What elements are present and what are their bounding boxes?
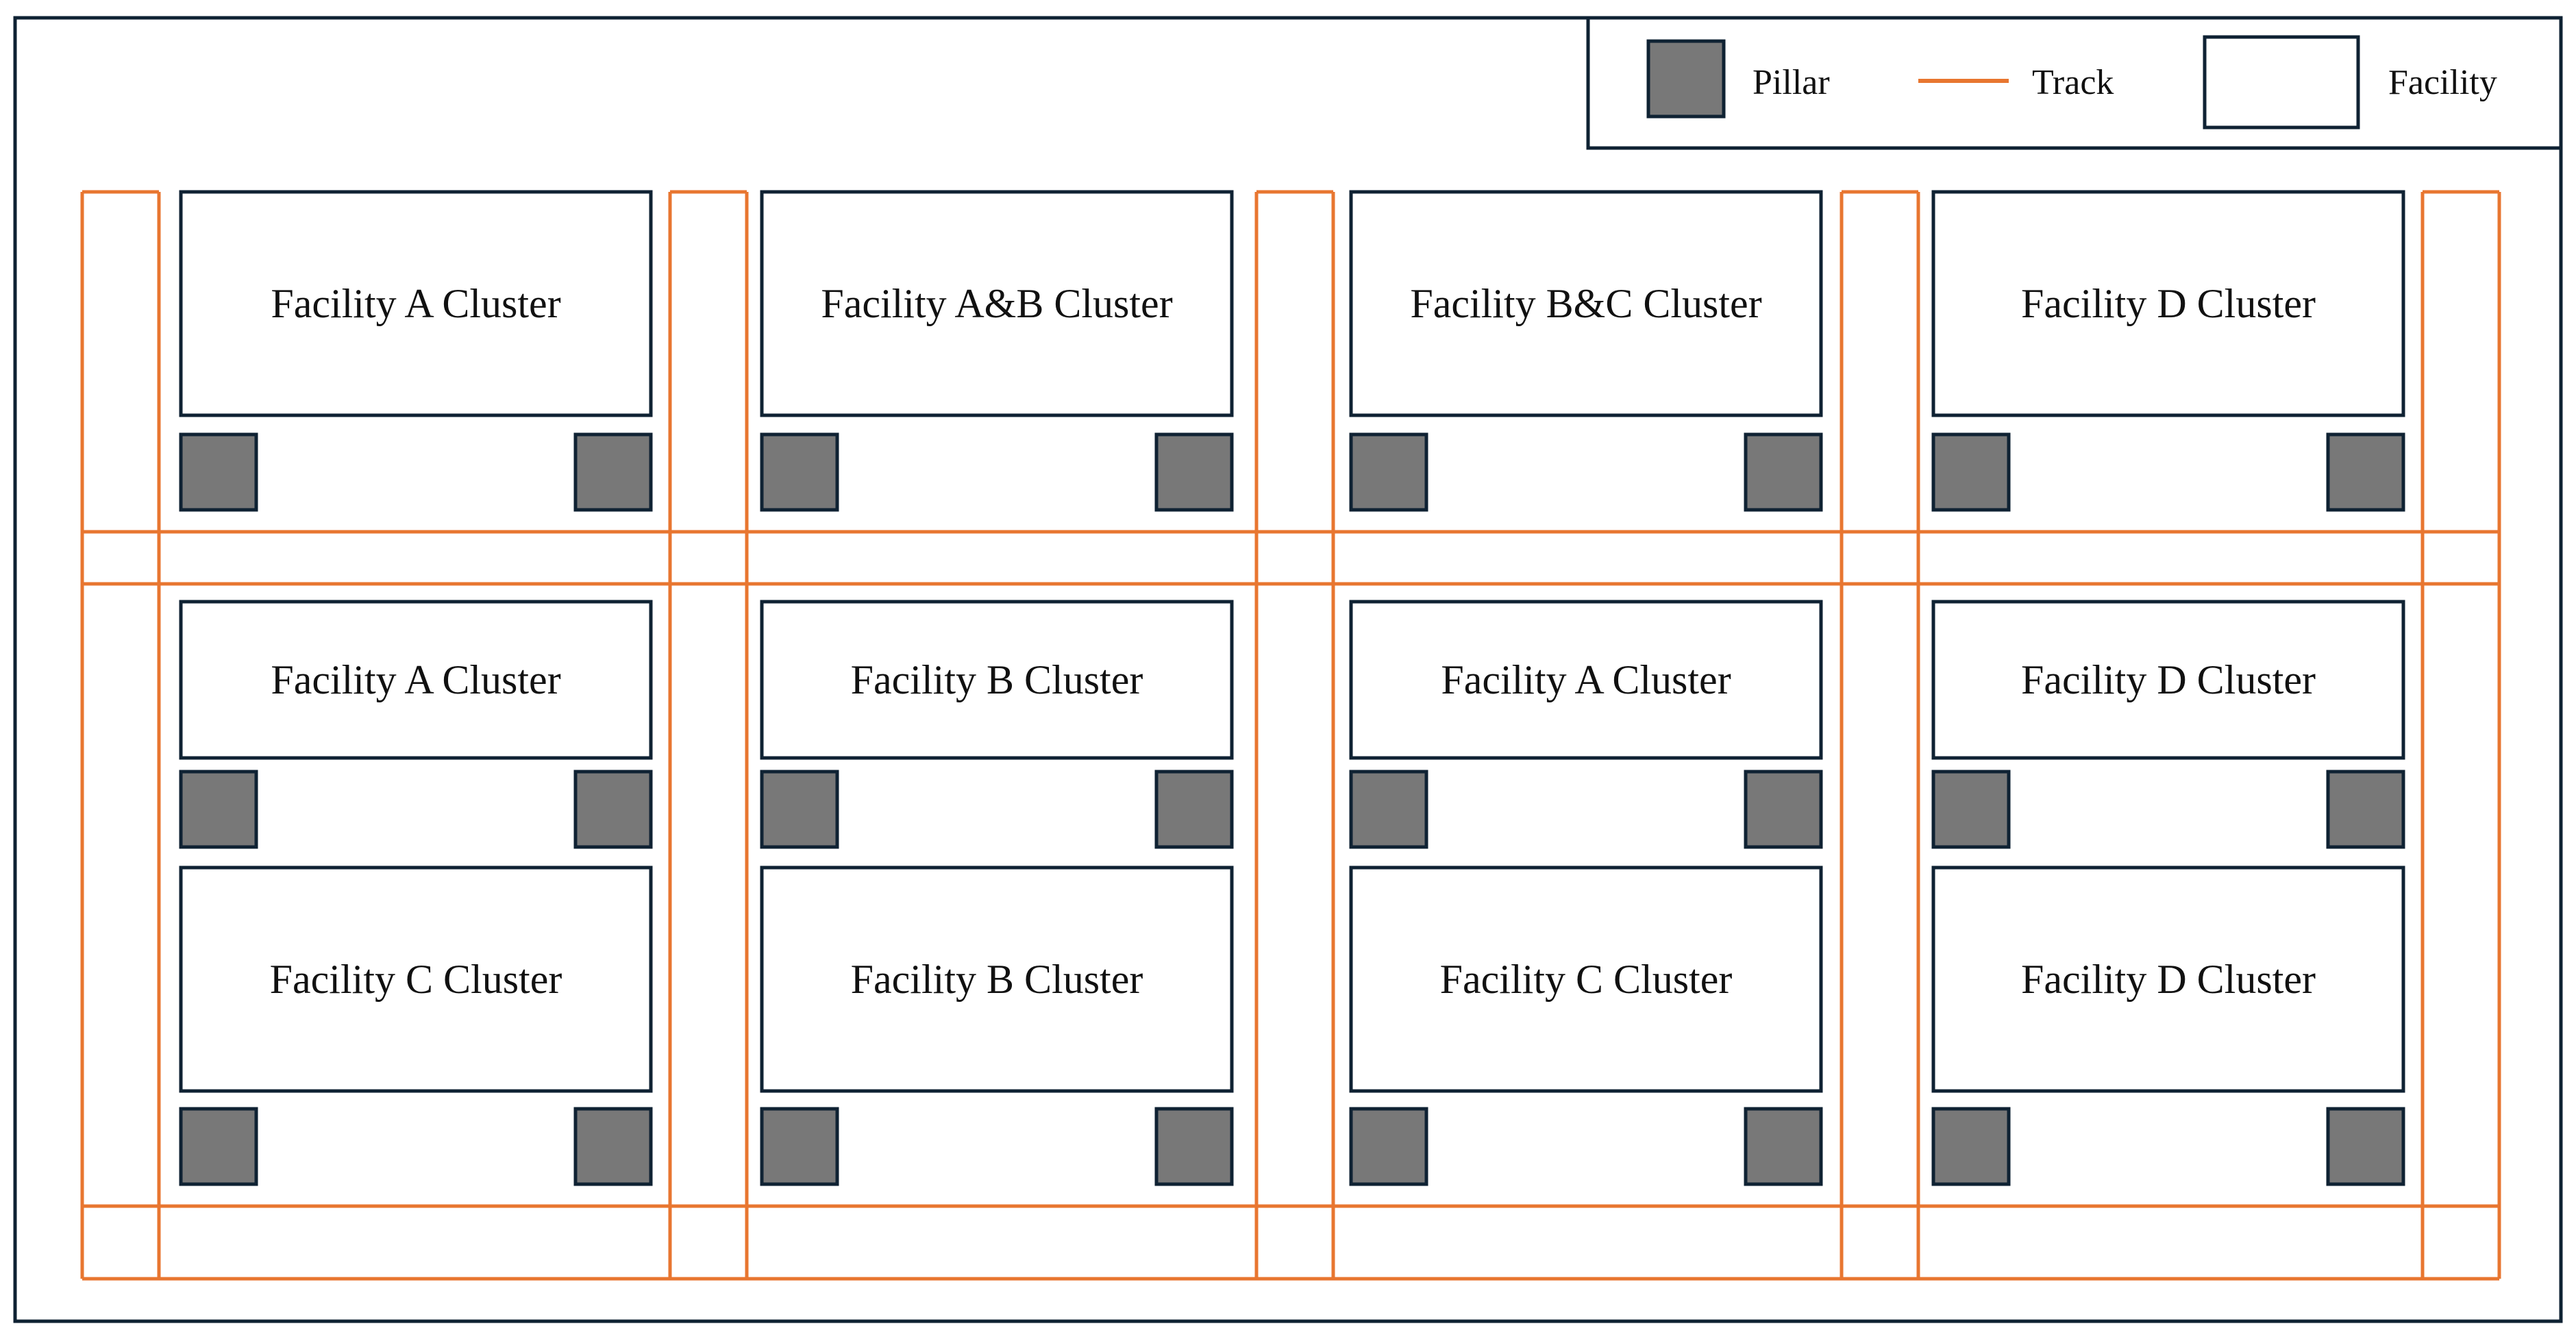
pillar-left [760,1107,839,1186]
facility-box [179,190,653,417]
facility-cluster-top-4: Facility D Cluster [1931,190,2405,512]
facility-cluster-top-1: Facility A Cluster [179,190,653,512]
pillar-right [1744,770,1823,849]
pillar-left [1931,432,2011,512]
pillar-right [1154,432,1234,512]
facility-cluster-middle-3: Facility A Cluster [1349,600,1823,849]
facility-box [760,190,1234,417]
pillar-right [2326,1107,2405,1186]
facility-label: Facility A Cluster [271,281,560,326]
facility-label: Facility D Cluster [2021,957,2316,1002]
pillar-left [179,432,258,512]
facility-box [1931,600,2405,760]
pillar-right [1154,770,1234,849]
pillar-left [1349,770,1428,849]
facility-box [760,866,1234,1093]
outer-frame [13,16,2563,1323]
legend-box [1586,16,2563,150]
legend-pillar-label: Pillar [1753,63,1830,102]
facility-cluster-top-3: Facility B&C Cluster [1349,190,1823,512]
pillar-right [2326,770,2405,849]
legend-facility-swatch [2203,35,2360,130]
pillar-left [1931,1107,2011,1186]
facility-label: Facility C Cluster [1440,957,1733,1002]
pillar-left [760,770,839,849]
pillar-left [179,770,258,849]
facility-cluster-middle-1: Facility A Cluster [179,600,653,849]
facility-box [1931,190,2405,417]
legend-track-label: Track [2032,63,2114,102]
facility-cluster-top-2: Facility A&B Cluster [760,190,1234,512]
pillar-right [1744,1107,1823,1186]
facility-box [760,600,1234,760]
facility-label: Facility B Cluster [851,957,1143,1002]
track-grid [80,190,2501,1281]
facility-box [1349,190,1823,417]
facility-label: Facility C Cluster [270,957,562,1002]
facility-label: Facility A Cluster [271,657,560,702]
pillar-right [573,770,653,849]
pillar-left [1349,1107,1428,1186]
facility-label: Facility B Cluster [851,657,1143,702]
pillar-right [1744,432,1823,512]
facility-box [179,866,653,1093]
facility-cluster-bottom-1: Facility C Cluster [179,866,653,1186]
pillar-left [1349,432,1428,512]
legend-pillar-swatch [1646,39,1726,119]
facility-cluster-bottom-2: Facility B Cluster [760,866,1234,1186]
facility-box [1349,600,1823,760]
pillar-left [1931,770,2011,849]
pillar-left [760,432,839,512]
pillar-right [573,432,653,512]
facility-cluster-middle-4: Facility D Cluster [1931,600,2405,849]
facility-label: Facility A Cluster [1441,657,1731,702]
facility-label: Facility D Cluster [2021,657,2316,702]
pillar-left [179,1107,258,1186]
facility-cluster-bottom-4: Facility D Cluster [1931,866,2405,1186]
pillar-right [2326,432,2405,512]
pillar-right [573,1107,653,1186]
facility-box [179,600,653,760]
pillar-right [1154,1107,1234,1186]
facility-box [1349,866,1823,1093]
facility-cluster-middle-2: Facility B Cluster [760,600,1234,849]
legend-facility-label: Facility [2388,63,2497,102]
facility-box [1931,866,2405,1093]
facility-cluster-bottom-3: Facility C Cluster [1349,866,1823,1186]
facility-label: Facility B&C Cluster [1410,281,1761,326]
facility-label: Facility A&B Cluster [821,281,1172,326]
facility-label: Facility D Cluster [2021,281,2316,326]
legend: Pillar Track Facility [1586,16,2563,150]
